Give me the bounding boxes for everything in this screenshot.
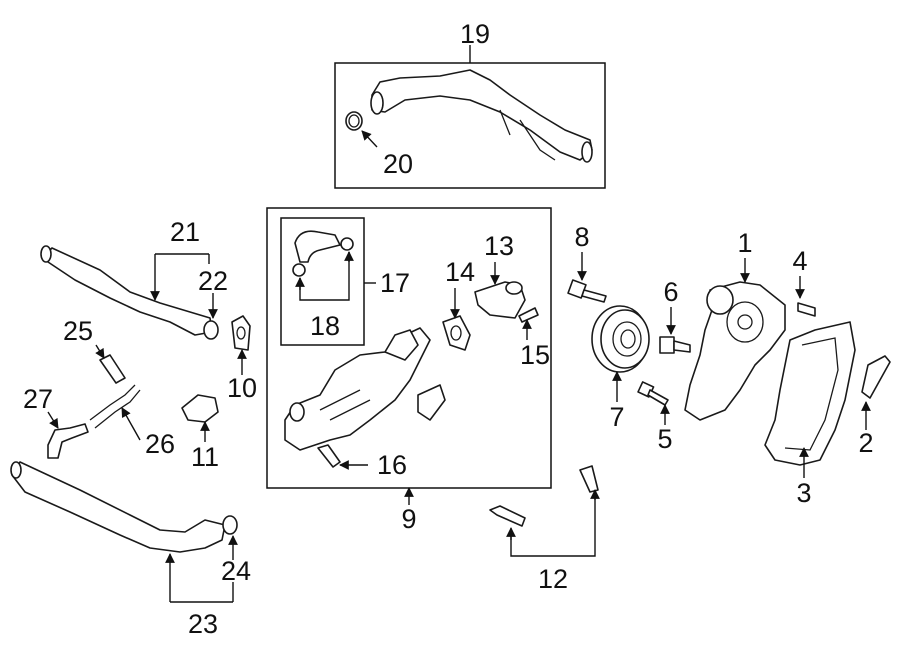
part-19-coolant-pipe xyxy=(370,69,593,163)
callout-25: 25 xyxy=(63,316,93,346)
part-16-sensor xyxy=(317,444,341,468)
callout-4: 4 xyxy=(792,246,807,276)
part-4-dowel xyxy=(797,302,816,317)
callout-21: 21 xyxy=(170,217,200,247)
callout-7: 7 xyxy=(609,402,624,432)
part-8-bolt xyxy=(567,279,607,303)
part-7-pulley xyxy=(591,305,650,373)
callout-9: 9 xyxy=(401,504,416,534)
callout-19: 19 xyxy=(460,19,490,49)
callout-27: 27 xyxy=(23,384,53,414)
callout-10: 10 xyxy=(227,373,257,403)
part-18-clamps xyxy=(292,237,354,277)
callout-20: 20 xyxy=(383,149,413,179)
leader-lines xyxy=(47,45,871,603)
part-14-gasket xyxy=(442,315,471,351)
part-20-o-ring xyxy=(345,111,363,131)
callout-23: 23 xyxy=(188,609,218,639)
part-25-fitting xyxy=(99,354,126,384)
callout-5: 5 xyxy=(657,424,672,454)
callout-1: 1 xyxy=(737,228,752,258)
callout-16: 16 xyxy=(377,450,407,480)
part-10-gasket xyxy=(231,315,251,351)
part-3-gasket xyxy=(764,321,856,466)
part-26-hose xyxy=(89,384,141,429)
callout-26: 26 xyxy=(145,429,175,459)
callout-18: 18 xyxy=(310,311,340,341)
callout-17: 17 xyxy=(380,268,410,298)
group-box-17-18 xyxy=(280,217,365,346)
callout-8: 8 xyxy=(574,222,589,252)
callout-15: 15 xyxy=(520,340,550,370)
part-11-bracket xyxy=(181,394,219,423)
part-5-bolt xyxy=(637,381,669,406)
part-27-pipe xyxy=(47,423,89,459)
part-1-water-pump xyxy=(684,281,786,421)
callout-24: 24 xyxy=(221,556,251,586)
callout-22: 22 xyxy=(198,266,228,296)
part-23-coolant-pipe xyxy=(10,461,226,553)
callout-labels: 1 2 3 4 5 6 7 8 9 10 11 12 13 14 15 16 1… xyxy=(23,19,874,639)
callout-14: 14 xyxy=(445,257,475,287)
callout-13: 13 xyxy=(484,231,514,261)
callout-6: 6 xyxy=(663,277,678,307)
part-13-thermostat xyxy=(474,281,526,319)
part-22-o-ring xyxy=(203,320,219,340)
callout-2: 2 xyxy=(858,428,873,458)
callout-11: 11 xyxy=(191,442,219,472)
callout-3: 3 xyxy=(796,478,811,508)
part-17-hose xyxy=(294,230,341,263)
part-12-bolts xyxy=(489,465,599,527)
part-2-seal xyxy=(861,355,891,399)
callout-12: 12 xyxy=(538,564,568,594)
part-6-bolt xyxy=(659,336,691,354)
part-15-bolt xyxy=(518,307,539,323)
part-9-thermostat-housing xyxy=(284,327,446,451)
part-24-o-ring xyxy=(222,515,238,535)
